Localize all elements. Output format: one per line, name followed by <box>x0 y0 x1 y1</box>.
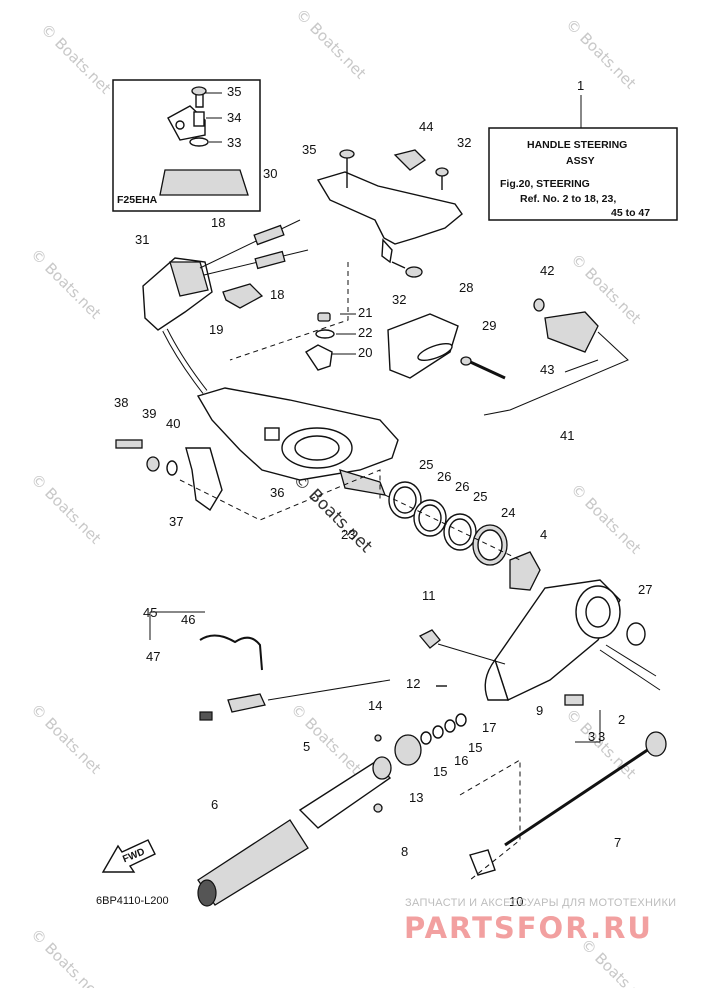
callout: 32 <box>392 292 406 307</box>
callout: 3 <box>598 729 605 744</box>
callout: 45 <box>143 605 157 620</box>
callout: 35 <box>227 84 241 99</box>
callout: 18 <box>270 287 284 302</box>
callout: 15 <box>468 740 482 755</box>
callout: 47 <box>146 649 160 664</box>
callout: 15 <box>433 764 447 779</box>
drawing-code: 6BP4110-L200 <box>96 895 169 907</box>
stop-lanyard <box>199 634 391 721</box>
grip-and-cables <box>142 219 309 394</box>
callout: 16 <box>454 753 468 768</box>
plate-and-bolt <box>387 313 506 380</box>
callout: 25 <box>473 489 487 504</box>
callout: 7 <box>614 835 621 850</box>
upper-cover-parts <box>316 149 463 278</box>
tiller-clip-parts <box>115 439 223 512</box>
callout: 28 <box>459 280 473 295</box>
callout: 22 <box>358 325 372 340</box>
reference-line-4: Ref. No. 2 to 18, 23, <box>520 193 616 205</box>
callout: 25 <box>419 457 433 472</box>
watermark: © Boats.net <box>27 700 105 778</box>
callout: 30 <box>263 166 277 181</box>
callout: 26 <box>437 469 451 484</box>
callout: 11 <box>422 588 436 603</box>
brand-logo: PARTSFOR.RU <box>404 911 653 945</box>
callout: 42 <box>540 263 554 278</box>
callout: 17 <box>482 720 496 735</box>
callout: 20 <box>358 345 372 360</box>
callout: 19 <box>209 322 223 337</box>
steering-column <box>484 579 661 706</box>
callout: 14 <box>368 698 382 713</box>
callout: 4 <box>540 527 547 542</box>
callout: 32 <box>457 135 471 150</box>
callout: 3 <box>588 729 595 744</box>
stop-switch <box>483 298 629 416</box>
brand-tagline: ЗАПЧАСТИ И АКСЕССУАРЫ ДЛЯ МОТОТЕХНИКИ <box>405 897 676 909</box>
callout: 31 <box>135 232 149 247</box>
callout: 21 <box>358 305 372 320</box>
watermark: © Boats.net <box>27 245 105 323</box>
reference-line-5: 45 to 47 <box>611 207 650 219</box>
callout: 8 <box>401 844 408 859</box>
watermark: © Boats.net <box>567 480 645 558</box>
callout: 10 <box>509 894 523 909</box>
callout: 23 <box>341 527 355 542</box>
callout: 9 <box>536 703 543 718</box>
reference-line-2: ASSY <box>566 155 595 167</box>
callout: 35 <box>302 142 316 157</box>
watermark: © Boats.net <box>27 470 105 548</box>
watermark: © Boats.net <box>37 20 115 98</box>
assembly-leaders <box>149 262 601 743</box>
callout: 44 <box>419 119 433 134</box>
watermark: © Boats.net <box>287 700 365 778</box>
clamp-parts <box>305 312 356 371</box>
callout: 5 <box>303 739 310 754</box>
watermark: © Boats.net <box>562 15 640 93</box>
callout: 2 <box>618 712 625 727</box>
callout: 13 <box>409 790 423 805</box>
callout: 27 <box>638 582 652 597</box>
callout: 34 <box>227 110 241 125</box>
callout: 18 <box>211 215 225 230</box>
callout: 24 <box>501 505 515 520</box>
callout: 40 <box>166 416 180 431</box>
small-hardware <box>374 629 506 745</box>
callout-labels: 1 2 3 3 4 5 6 7 8 9 10 11 12 13 14 15 15… <box>114 78 652 909</box>
watermark: © Boats.net <box>292 5 370 83</box>
callout: 39 <box>142 406 156 421</box>
callout: 26 <box>455 479 469 494</box>
callout: 6 <box>211 797 218 812</box>
reference-box: HANDLE STEERING ASSY Fig.20, STEERING Re… <box>488 95 678 221</box>
fwd-arrow: FWD <box>101 839 156 873</box>
inset-box: F25EHA <box>112 79 261 212</box>
callout: 43 <box>540 362 554 377</box>
reference-line-1: HANDLE STEERING <box>527 139 627 151</box>
callout: 38 <box>114 395 128 410</box>
callout: 41 <box>560 428 574 443</box>
seal-rings <box>388 481 646 646</box>
callout: 1 <box>577 78 584 93</box>
watermark: © Boats.net <box>27 925 105 988</box>
callout: 46 <box>181 612 195 627</box>
callout: 36 <box>270 485 284 500</box>
callout: 12 <box>406 676 420 691</box>
reference-line-3: Fig.20, STEERING <box>500 178 590 190</box>
callout: 33 <box>227 135 241 150</box>
throttle-grip-parts <box>197 734 422 907</box>
steering-bracket <box>196 387 399 496</box>
inset-label: F25EHA <box>117 194 158 206</box>
callout: 29 <box>482 318 496 333</box>
throttle-shaft <box>459 731 667 881</box>
callout: 37 <box>169 514 183 529</box>
